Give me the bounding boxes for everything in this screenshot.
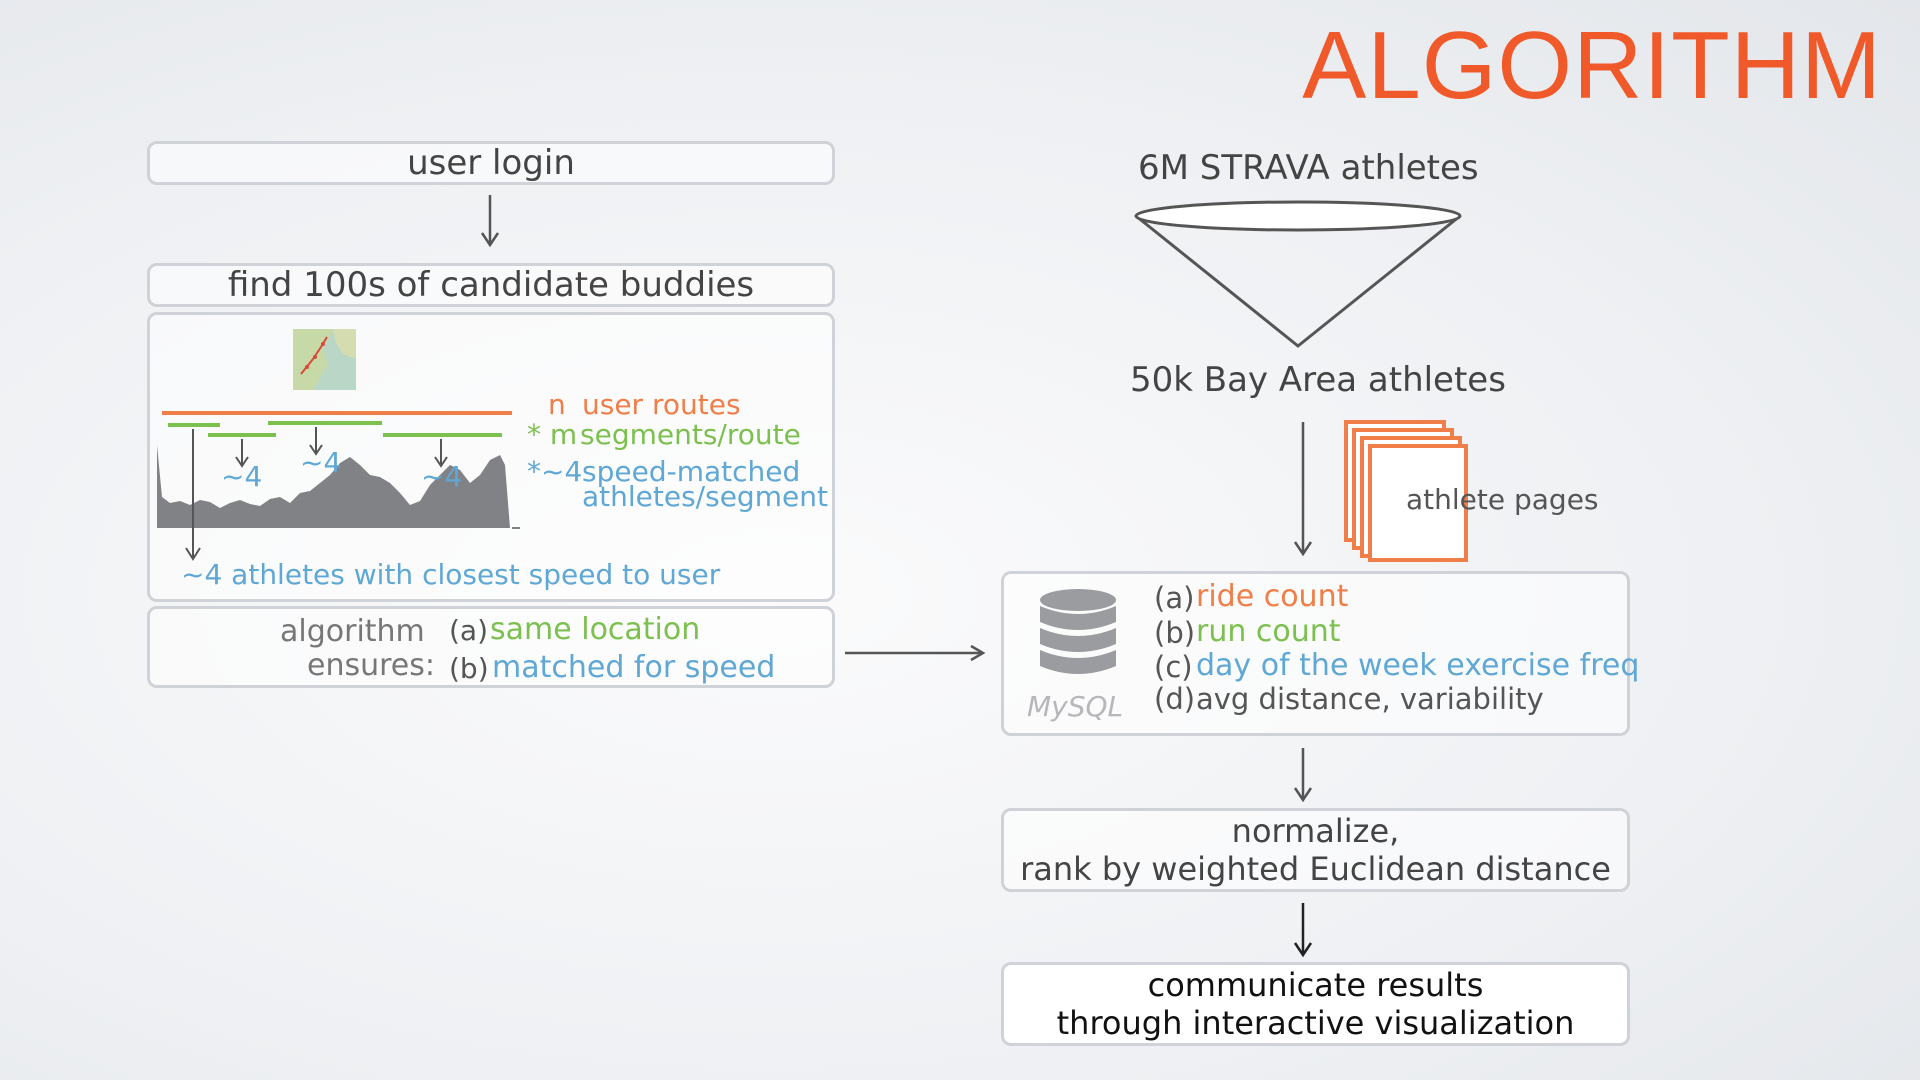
feature-c-label: day of the week exercise freq bbox=[1196, 648, 1640, 683]
feature-d-label: avg distance, variability bbox=[1196, 682, 1544, 716]
legend-speed-label-1: speed-matched bbox=[582, 455, 801, 488]
closest-athletes-label: ~4 athletes with closest speed to user bbox=[181, 558, 721, 591]
arrow-login-to-find bbox=[480, 195, 500, 248]
athlete-pages-icon bbox=[1344, 420, 1468, 562]
arrow-db-to-normalize bbox=[1293, 748, 1313, 803]
strava-athletes-label: 6M STRAVA athletes bbox=[1138, 148, 1479, 188]
algorithm-ensures-box bbox=[147, 606, 835, 688]
arrow-left-to-right bbox=[845, 644, 986, 662]
legend-n-label: user routes bbox=[582, 388, 741, 421]
user-login-box: user login bbox=[147, 141, 835, 185]
find-candidates-label: find 100s of candidate buddies bbox=[227, 264, 755, 305]
ensures-b-label: matched for speed bbox=[492, 650, 776, 685]
user-login-label: user login bbox=[407, 142, 575, 183]
approx-label-2: ~4 bbox=[300, 446, 342, 479]
feature-d-prefix: (d) bbox=[1154, 682, 1196, 716]
ensures-b-prefix: (b) bbox=[449, 652, 489, 685]
approx-label-1: ~4 bbox=[221, 460, 263, 493]
mysql-features-box bbox=[1001, 571, 1630, 736]
legend-speed-label-2: athletes/segment bbox=[582, 480, 828, 513]
funnel-icon bbox=[1134, 200, 1462, 348]
page-title: ALGORITHM bbox=[1302, 12, 1882, 119]
feature-b-prefix: (b) bbox=[1154, 616, 1196, 650]
arrow-bay-to-db bbox=[1293, 422, 1313, 557]
feature-c-prefix: (c) bbox=[1154, 650, 1193, 684]
segment-arrows bbox=[185, 427, 448, 561]
bay-area-athletes-label: 50k Bay Area athletes bbox=[1130, 360, 1506, 400]
communicate-label-1: communicate results bbox=[1147, 965, 1484, 1004]
ensures-label-2: ensures: bbox=[307, 648, 435, 683]
mysql-label: MySQL bbox=[1027, 690, 1124, 723]
legend-m-prefix: * m bbox=[527, 418, 578, 451]
communicate-label-2: through interactive visualization bbox=[1056, 1004, 1575, 1042]
ensures-a-label: same location bbox=[490, 612, 701, 647]
normalize-label-2: rank by weighted Euclidean distance bbox=[1020, 850, 1611, 888]
normalize-label-1: normalize, bbox=[1231, 811, 1400, 850]
feature-a-prefix: (a) bbox=[1154, 581, 1195, 615]
legend-m-label: segments/route bbox=[580, 418, 801, 451]
route-diagram bbox=[157, 411, 520, 561]
find-candidates-box: find 100s of candidate buddies bbox=[147, 263, 835, 307]
legend-n-prefix: n bbox=[548, 388, 566, 421]
athlete-pages-label: athlete pages bbox=[1406, 483, 1599, 516]
database-icon bbox=[1040, 589, 1116, 674]
feature-a-label: ride count bbox=[1196, 579, 1349, 614]
legend-speed-prefix: *~4 bbox=[527, 455, 583, 488]
communicate-box: communicate results through interactive … bbox=[1001, 962, 1630, 1046]
feature-b-label: run count bbox=[1196, 614, 1341, 649]
normalize-box: normalize, rank by weighted Euclidean di… bbox=[1001, 808, 1630, 892]
map-thumbnail bbox=[293, 329, 356, 390]
approx-label-3: ~4 bbox=[421, 460, 463, 493]
elevation-profile bbox=[157, 445, 510, 528]
ensures-a-prefix: (a) bbox=[449, 614, 489, 647]
route-detail-box bbox=[147, 312, 835, 602]
ensures-label-1: algorithm bbox=[280, 614, 425, 649]
arrow-normalize-to-communicate bbox=[1293, 903, 1313, 958]
